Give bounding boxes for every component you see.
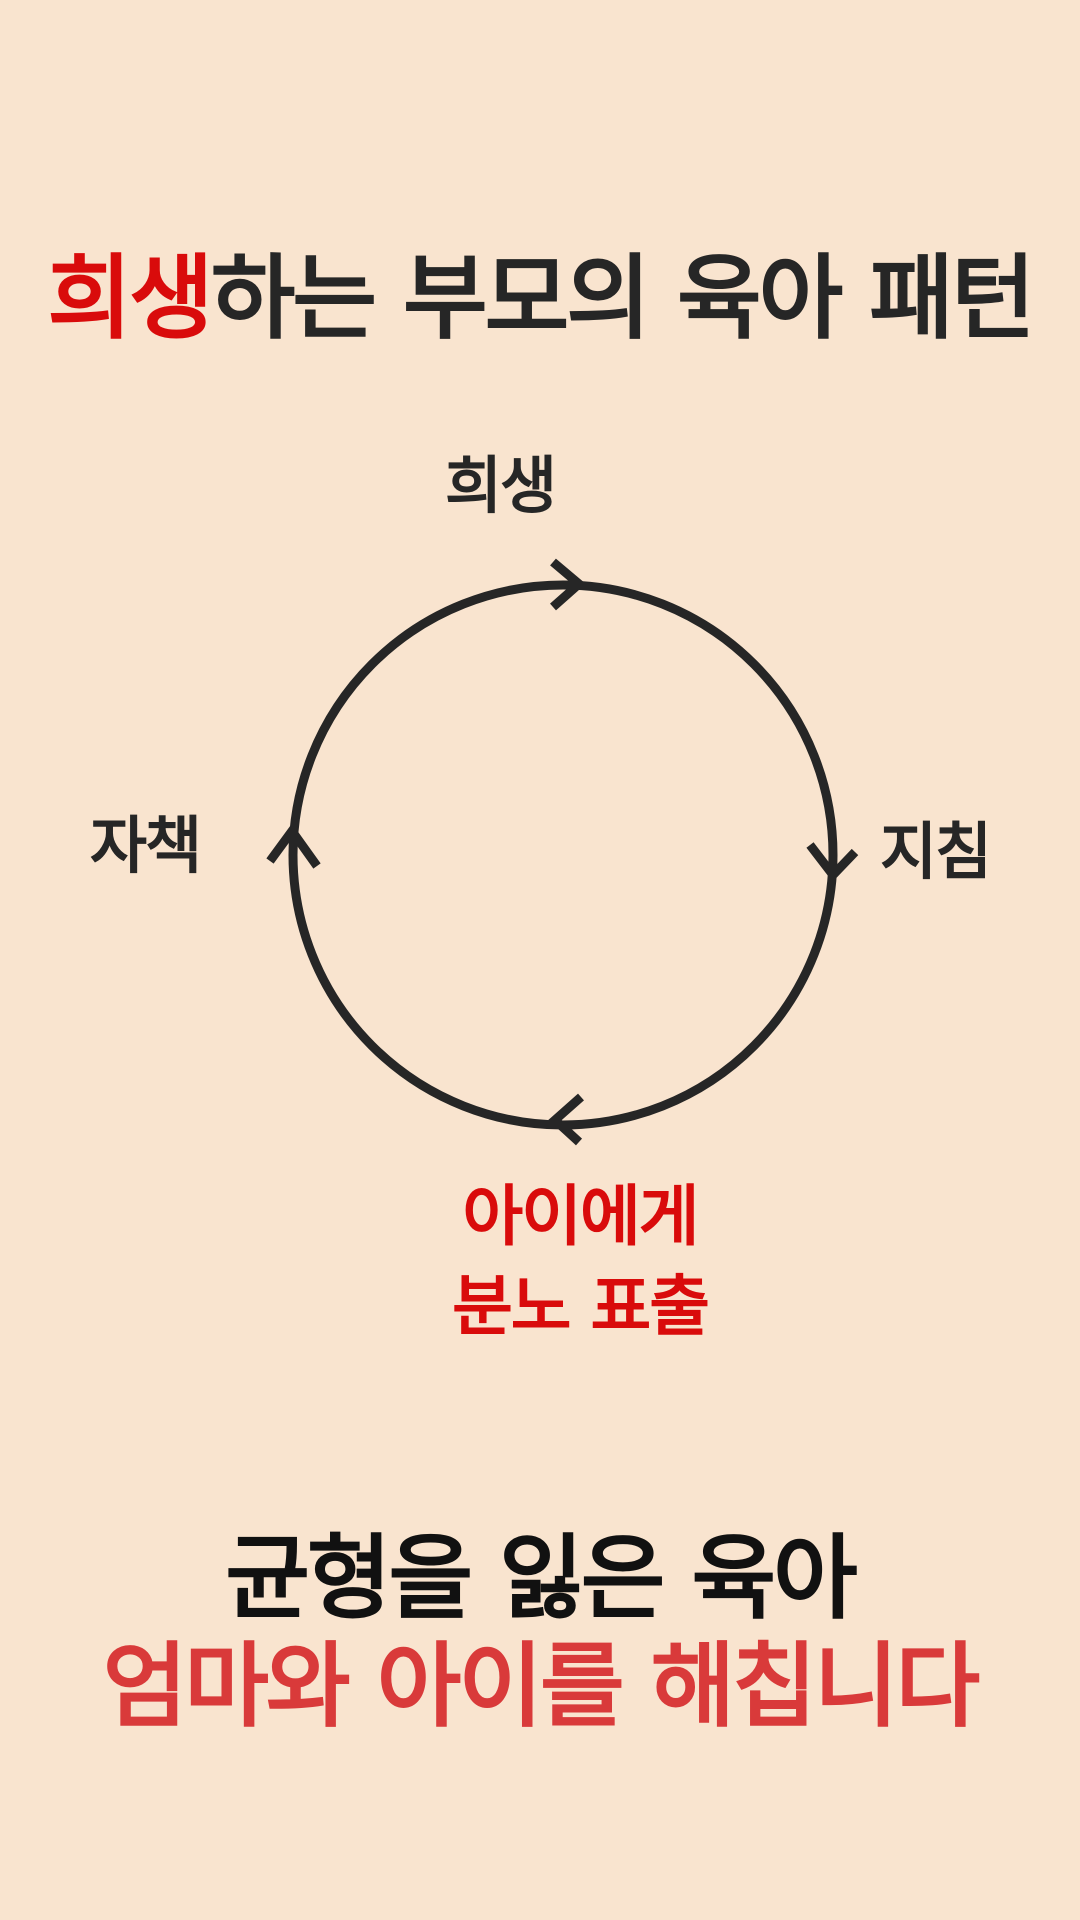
conclusion-line1: 균형을 잃은 육아 bbox=[225, 1525, 858, 1632]
arrow-bottom-icon bbox=[548, 1093, 584, 1146]
node-self-blame: 자책 bbox=[90, 809, 202, 882]
title-accent: 희생 bbox=[47, 244, 213, 352]
node-anger-line1: 아이에게 bbox=[462, 1178, 700, 1255]
arrow-top-icon bbox=[550, 558, 586, 611]
cycle-circle bbox=[288, 580, 838, 1130]
arrow-right-icon bbox=[806, 842, 859, 882]
node-exhaustion: 지침 bbox=[880, 815, 992, 888]
node-anger-line2: 분노 표출 bbox=[452, 1268, 710, 1345]
conclusion-line2: 엄마와 아이를 해칩니다 bbox=[102, 1633, 980, 1740]
conclusion: 균형을 잃은 육아 엄마와 아이를 해칩니다 bbox=[0, 1525, 1080, 1741]
node-anger: 아이에게 분노 표출 bbox=[380, 1172, 780, 1352]
node-sacrifice: 희생 bbox=[444, 449, 557, 522]
arrow-left-icon bbox=[266, 823, 321, 869]
page-title: 희생하는 부모의 육아 패턴 bbox=[0, 244, 1080, 354]
title-rest: 하는 부모의 육아 패턴 bbox=[210, 244, 1036, 352]
